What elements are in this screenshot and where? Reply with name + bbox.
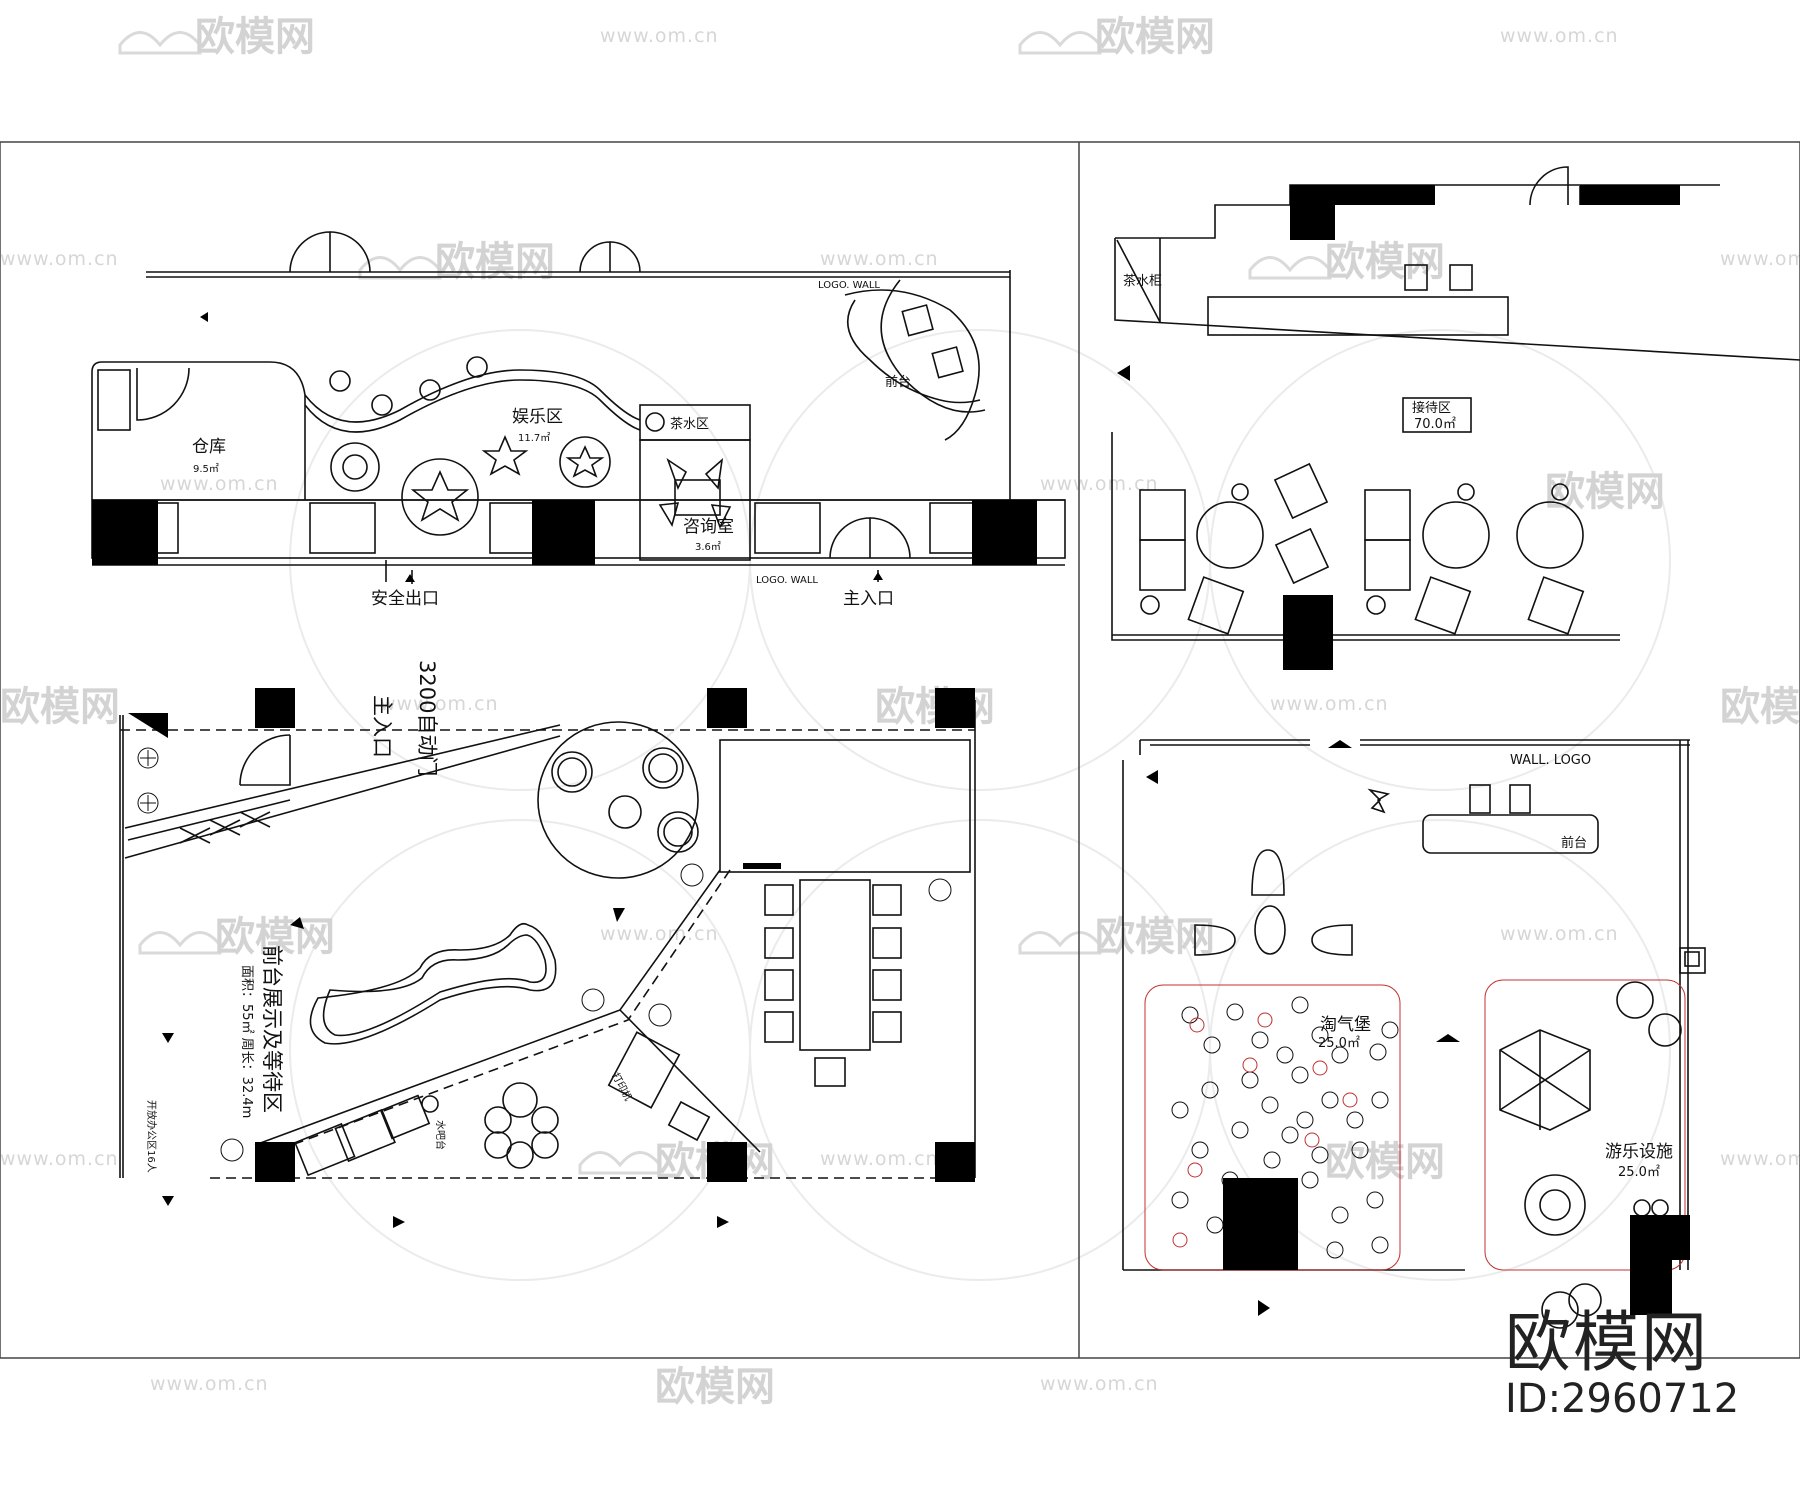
label-emergency-exit: 安全出口 — [371, 589, 439, 609]
plan-top-right-solids — [1117, 185, 1680, 670]
watermark-brand: 欧模网 — [1095, 14, 1215, 60]
label-tea-area: 茶水区 — [670, 416, 709, 432]
label-reception-zone: 接待区 — [1412, 400, 1451, 416]
label-reception-zone-area: 70.0㎡ — [1414, 417, 1456, 432]
watermark-url: www.om.cn — [1720, 1148, 1800, 1170]
watermark-url: www.om.cn — [1500, 923, 1619, 945]
sheet-frame — [0, 141, 1800, 1359]
watermark-brand: 欧模网 — [435, 239, 555, 285]
watermark-logo-icon — [118, 31, 1332, 1175]
label-printer: 打印机 — [609, 1070, 635, 1103]
label-bottom-left-main-entrance: 主入口 — [370, 695, 394, 758]
label-consult-room: 咨询室 — [683, 517, 734, 537]
watermark-url: www.om.cn — [1720, 248, 1800, 270]
watermark-url: www.om.cn — [600, 923, 719, 945]
label-naughty-castle: 淘气堡 — [1320, 1015, 1371, 1035]
watermark-url: www.om.cn — [1500, 25, 1619, 47]
plan-bottom-right — [1122, 739, 1706, 1329]
watermark-url: www.om.cn — [0, 1148, 119, 1170]
plan-top-right-labels: 茶水柜 接待区 70.0㎡ — [1123, 273, 1456, 432]
label-main-entrance: 主入口 — [843, 589, 894, 609]
watermark-brand: 欧模网 — [1545, 469, 1665, 515]
watermark-url: www.om.cn — [600, 25, 719, 47]
label-bottom-right-reception: 前台 — [1561, 835, 1587, 851]
ball-pit — [1171, 996, 1399, 1259]
label-entertainment: 娱乐区 — [512, 407, 563, 427]
label-tea-bar: 水吧台 — [434, 1120, 447, 1150]
brand-id: ID:2960712 — [1505, 1376, 1740, 1422]
label-logo-wall-bottom: LOGO. WALL — [756, 575, 818, 586]
watermark-url: www.om.cn — [820, 1148, 939, 1170]
plan-bottom-left-solids — [128, 688, 975, 1228]
watermark-brand: 欧模网 — [1325, 1139, 1445, 1185]
label-logo-wall-top: LOGO. WALL — [818, 280, 880, 291]
watermark-brand: 欧模网 — [1325, 239, 1445, 285]
plan-bottom-right-labels: WALL. LOGO 前台 淘气堡 25.0㎡ 游乐设施 25.0㎡ — [1318, 753, 1673, 1180]
watermark-brand: 欧模网 — [655, 1364, 775, 1410]
label-warehouse: 仓库 — [192, 437, 226, 457]
label-open-office: 开放办公区16人 — [145, 1100, 158, 1173]
plan-bottom-left-labels: 3200自动门 主入口 前台展示及等待区 面积：55㎡ 周长：32.4m 水吧台… — [145, 660, 635, 1173]
watermark-url: www.om.cn — [1270, 693, 1389, 715]
label-zone-area: 面积：55㎡ 周长：32.4m — [239, 965, 254, 1118]
label-tea-cabinet: 茶水柜 — [1123, 273, 1162, 289]
label-entertainment-area: 11.7㎡ — [518, 432, 550, 444]
brand-watermark: 欧模网 ID:2960712 — [1505, 1304, 1740, 1423]
watermark-brand: 欧模网 — [1095, 914, 1215, 960]
watermark-url: www.om.cn — [1040, 473, 1159, 495]
label-play-facility: 游乐设施 — [1605, 1142, 1673, 1162]
label-consult-area: 3.6㎡ — [695, 541, 721, 553]
plan-bottom-right-solids — [1146, 740, 1690, 1316]
watermark-brand: 欧模网 — [1720, 684, 1800, 730]
watermark-url: www.om.cn — [160, 473, 279, 495]
plan-top-left-labels: LOGO. WALL 前台 仓库 9.5㎡ 娱乐区 11.7㎡ 茶水区 咨询室 … — [192, 280, 911, 609]
plan-bottom-left — [119, 700, 976, 1179]
watermark-url: www.om.cn — [380, 693, 499, 715]
label-naughty-area: 25.0㎡ — [1318, 1036, 1360, 1051]
watermark-brand: 欧模网 — [215, 914, 335, 960]
watermark-url: www.om.cn — [1040, 1373, 1159, 1395]
label-auto-door: 3200自动门 — [415, 660, 439, 776]
watermark-url: www.om.cn — [150, 1373, 269, 1395]
label-play-area: 25.0㎡ — [1618, 1165, 1660, 1180]
plan-top-left-columns — [92, 312, 1037, 582]
watermark-url: www.om.cn — [820, 248, 939, 270]
watermark-url: www.om.cn — [0, 248, 119, 270]
label-reception: 前台 — [885, 374, 911, 390]
label-warehouse-area: 9.5㎡ — [193, 463, 219, 475]
brand-name: 欧模网 — [1505, 1304, 1709, 1381]
watermark-brand: 欧模网 — [0, 684, 120, 730]
watermark-brand: 欧模网 — [195, 14, 315, 60]
label-wall-logo: WALL. LOGO — [1510, 753, 1591, 768]
plan-top-right — [1111, 166, 1800, 641]
label-zone-title: 前台展示及等待区 — [260, 945, 284, 1113]
